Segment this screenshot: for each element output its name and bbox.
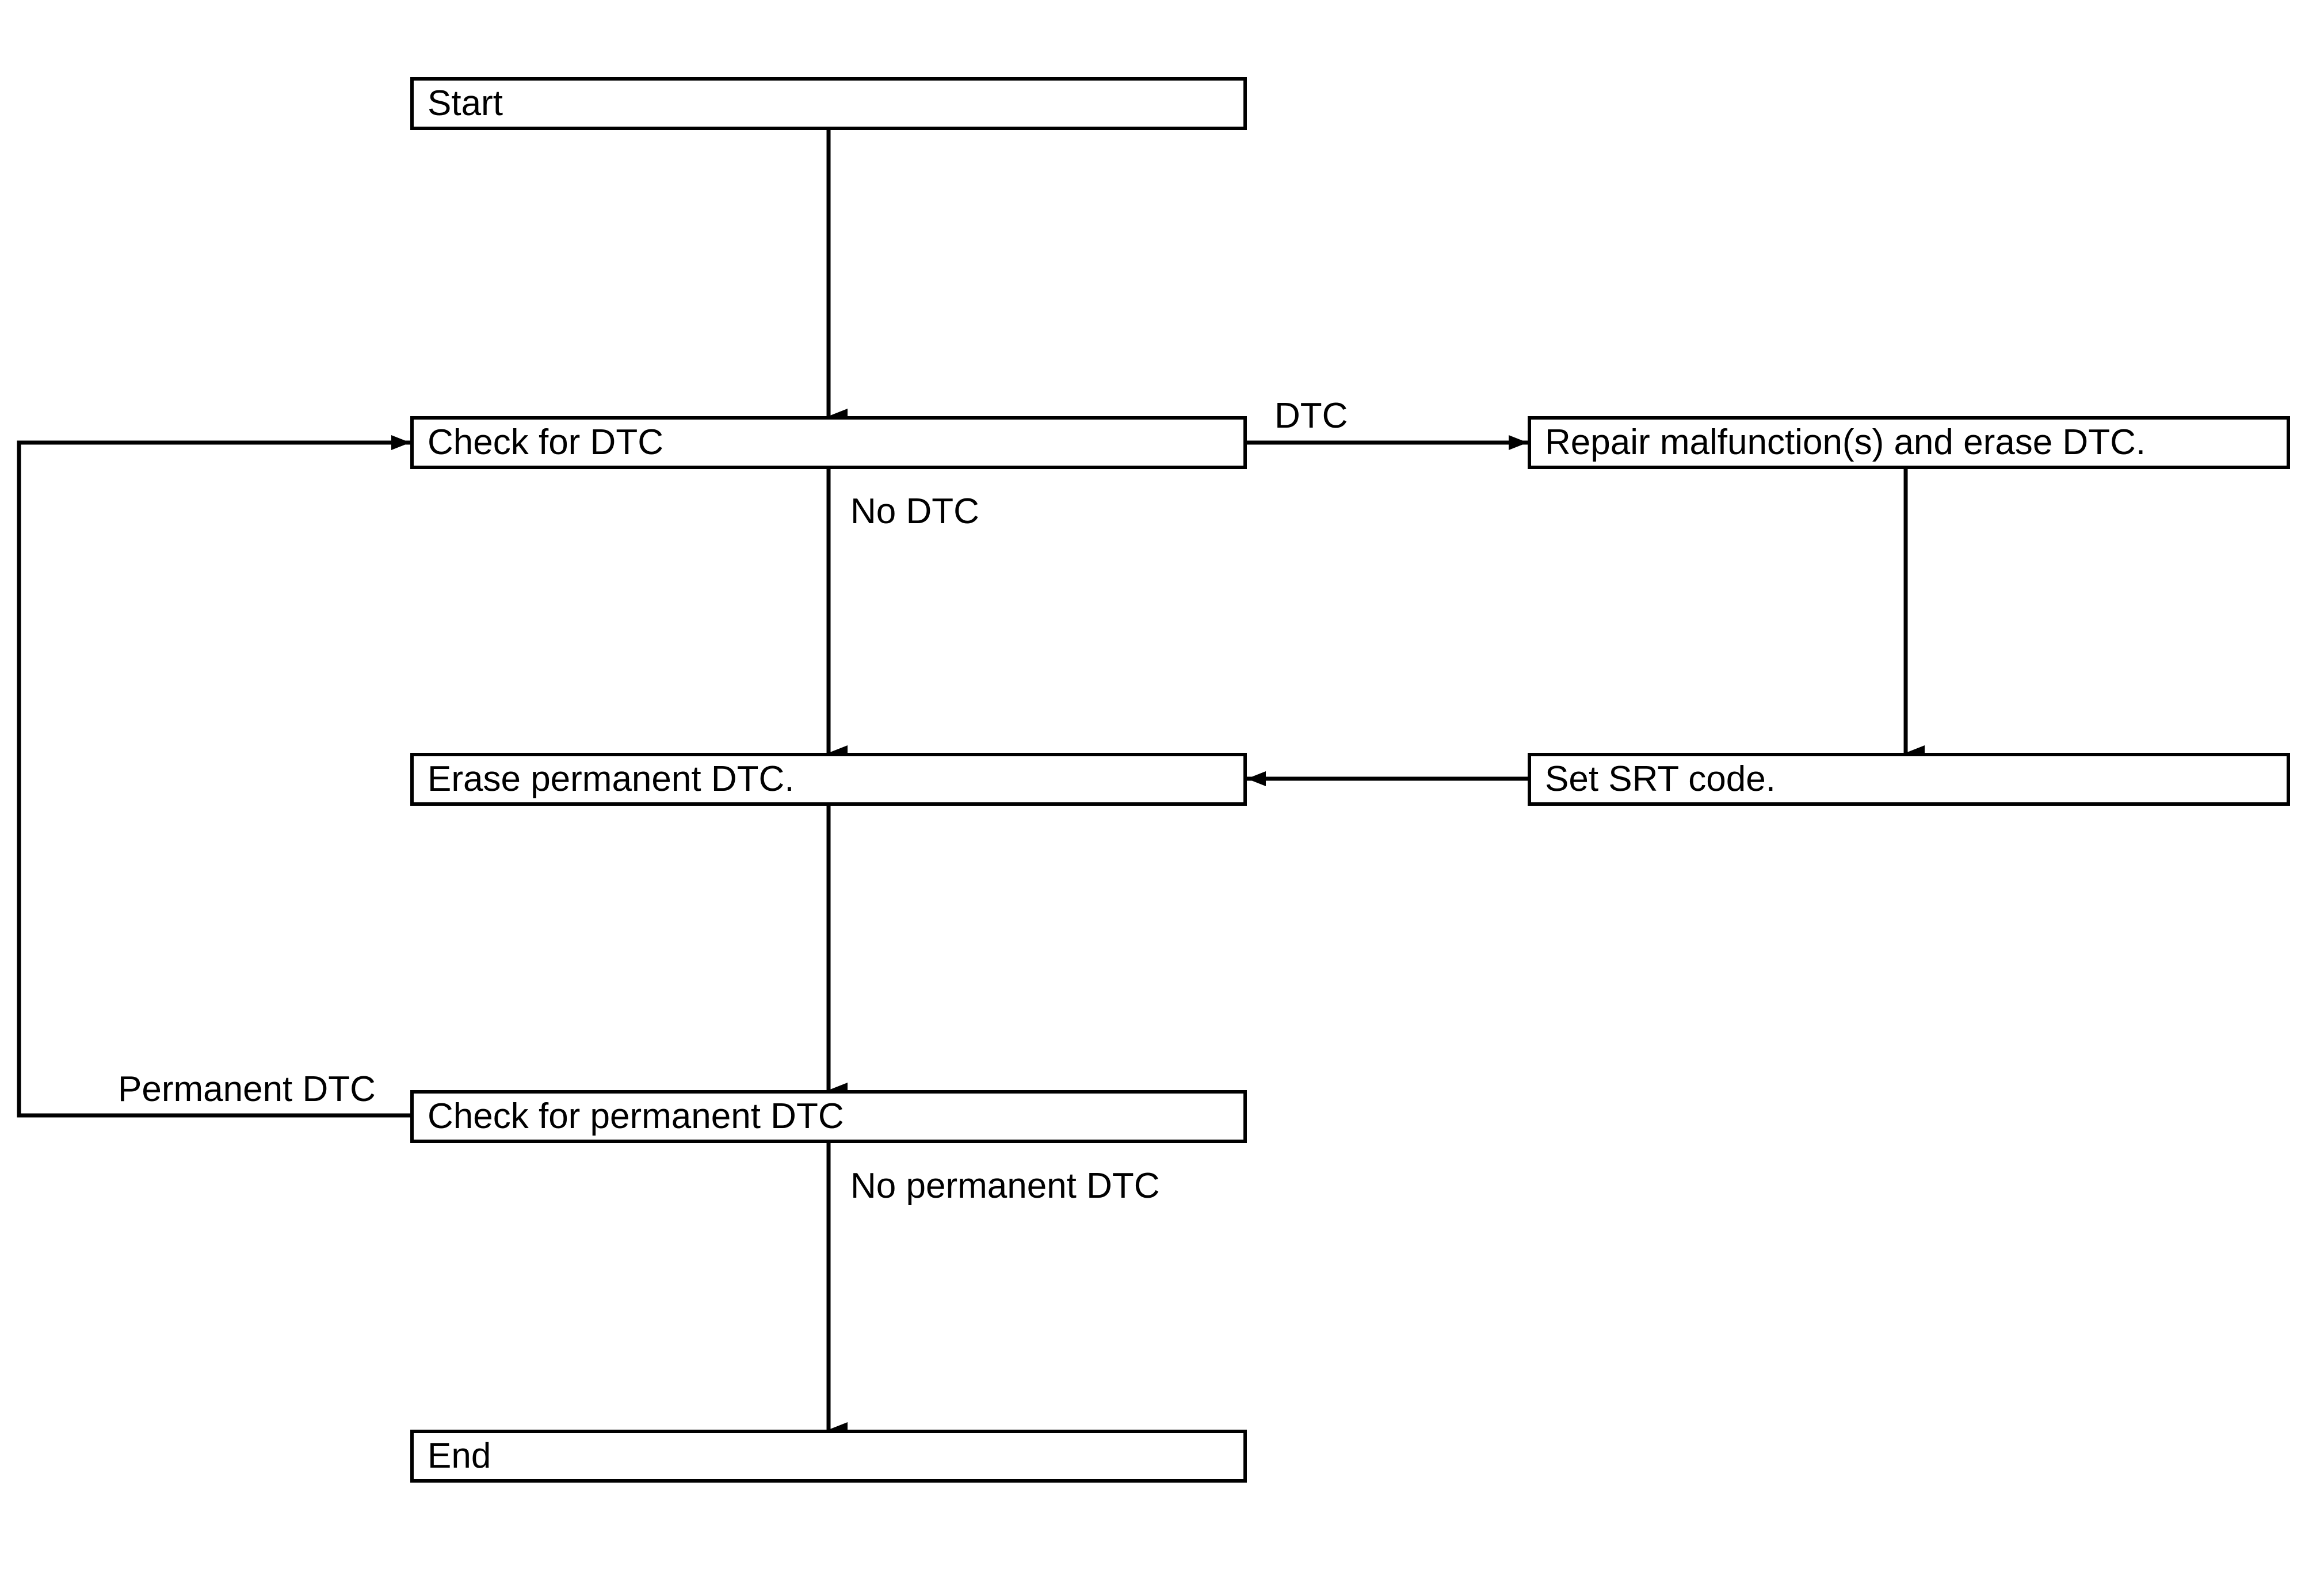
node-erase-permanent-dtc[interactable]: Erase permanent DTC. (410, 753, 1247, 806)
node-start[interactable]: Start (410, 77, 1247, 130)
edge-label-no-permanent-dtc: No permanent DTC (850, 1166, 1160, 1206)
edge-label-permanent-dtc: Permanent DTC (118, 1069, 376, 1109)
node-check-for-permanent-dtc-label: Check for permanent DTC (428, 1096, 844, 1136)
edge-label-dtc: DTC (1274, 396, 1348, 436)
node-repair-malfunctions[interactable]: Repair malfunction(s) and erase DTC. (1528, 416, 2290, 469)
edge-permanent-dtc-feedback-loop (17, 435, 410, 1118)
node-start-label: Start (428, 83, 503, 123)
node-check-for-dtc-label: Check for DTC (428, 422, 663, 462)
node-set-srt-code[interactable]: Set SRT code. (1528, 753, 2290, 806)
edge-label-no-dtc: No DTC (850, 492, 979, 531)
node-repair-malfunctions-label: Repair malfunction(s) and erase DTC. (1545, 422, 2146, 462)
node-erase-permanent-dtc-label: Erase permanent DTC. (428, 759, 795, 799)
node-check-for-permanent-dtc[interactable]: Check for permanent DTC (410, 1090, 1247, 1143)
node-end-label: End (428, 1436, 491, 1476)
node-end[interactable]: End (410, 1430, 1247, 1483)
node-check-for-dtc[interactable]: Check for DTC (410, 416, 1247, 469)
node-set-srt-code-label: Set SRT code. (1545, 759, 1776, 799)
